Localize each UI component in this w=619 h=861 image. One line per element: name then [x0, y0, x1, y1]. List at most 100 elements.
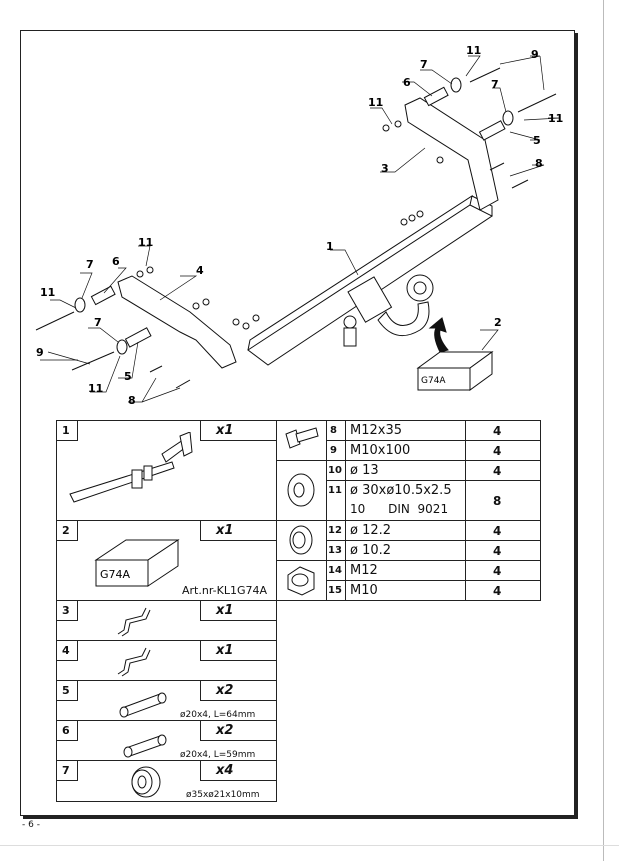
part-number: 7	[62, 764, 70, 777]
part-description: M12	[350, 563, 378, 578]
washer-7	[116, 339, 128, 355]
part-row-7	[56, 760, 277, 802]
washer-7	[502, 110, 514, 126]
part-no-box	[56, 600, 78, 621]
part-spec: ø20x4, L=59mm	[180, 750, 256, 760]
part-number: 15	[328, 585, 342, 596]
nut	[242, 322, 250, 330]
washer-7	[450, 77, 462, 93]
part-number: 3	[62, 604, 70, 617]
desc-cell	[345, 480, 466, 521]
callout-8: 8	[128, 394, 136, 407]
qty-cell	[465, 560, 541, 581]
nut	[382, 124, 390, 132]
socket-plate	[343, 315, 357, 329]
callout-11: 11	[368, 96, 383, 109]
callout-1: 1	[326, 240, 334, 253]
part-no-box	[56, 680, 78, 701]
part-number: 14	[328, 565, 342, 576]
part-qty: 4	[493, 464, 502, 478]
part-qty: 4	[493, 564, 502, 578]
part-qty: 4	[493, 444, 502, 458]
nut	[416, 210, 424, 218]
spacer-right-5	[478, 120, 506, 141]
part-qty: 4	[493, 544, 502, 558]
bolt-9	[35, 311, 75, 331]
part-description: ø 10.2	[350, 543, 392, 558]
bolt-9	[469, 67, 501, 83]
svg-text:G74A: G74A	[100, 568, 131, 581]
callout-7: 7	[94, 316, 102, 329]
part-no-box	[56, 760, 78, 781]
part-qty: x1	[216, 523, 234, 538]
qty-box	[200, 640, 277, 661]
part-spec: ø35xø21x10mm	[186, 790, 260, 800]
spring-washer-icon	[289, 525, 313, 555]
callout-11: 11	[548, 112, 563, 125]
callout-11: 11	[138, 236, 153, 249]
callout-4: 4	[196, 264, 204, 277]
page-frame	[20, 30, 575, 816]
callout-5: 5	[124, 370, 132, 383]
part-qty: x1	[216, 423, 234, 438]
bracket-left	[117, 275, 237, 369]
callout-9: 9	[36, 346, 44, 359]
part-qty: x4	[216, 763, 234, 778]
nut	[232, 318, 240, 326]
callout-11: 11	[466, 44, 481, 57]
qty-cell	[465, 520, 541, 541]
part-description: ø 30xø10.5x2.5	[350, 483, 452, 498]
qty-box	[200, 600, 277, 621]
part-number: 12	[328, 525, 342, 536]
part-number: 6	[62, 724, 70, 737]
part-spec: ø20x4, L=64mm	[180, 710, 256, 720]
part-description: ø 12.2	[350, 523, 392, 538]
page-divider	[0, 845, 619, 846]
nut	[394, 120, 402, 128]
part-number: 13	[328, 545, 342, 556]
bolt-8	[149, 365, 163, 373]
part-no-box	[56, 520, 78, 541]
qty-box	[200, 520, 277, 541]
tow-ball-neck	[377, 301, 430, 337]
package-thumbnail: G74A	[94, 539, 180, 587]
part-number: 5	[62, 684, 70, 697]
spacer-64-thumbnail	[119, 692, 167, 718]
spacer-59-thumbnail	[123, 734, 167, 758]
part-description: ø 13	[350, 463, 379, 478]
flat-washer-icon	[287, 473, 315, 507]
callout-7: 7	[420, 58, 428, 71]
bolt-8	[175, 379, 191, 389]
callout-2: 2	[494, 316, 502, 329]
bracket-right-thumbnail	[117, 607, 151, 637]
part-standard: 10 DIN 9021	[350, 502, 449, 516]
spacer-right-6	[423, 86, 449, 107]
qty-box	[200, 720, 277, 741]
part-description: M12x35	[350, 423, 402, 438]
qty-box	[200, 680, 277, 701]
part-description: M10x100	[350, 443, 411, 458]
callout-8: 8	[535, 157, 543, 170]
washer-thumbnail	[131, 766, 161, 798]
box-label: G74A	[421, 376, 446, 386]
arrow-to-towbar	[428, 317, 449, 353]
nut	[400, 218, 408, 226]
part-qty: x1	[216, 643, 234, 658]
nut	[436, 156, 444, 164]
socket	[343, 327, 357, 347]
part-qty: 4	[493, 424, 502, 438]
ball-mount-plate	[347, 276, 393, 323]
part-no-box	[56, 720, 78, 741]
part-description: M10	[350, 583, 378, 598]
qty-cell	[465, 460, 541, 481]
washer-7	[74, 297, 86, 313]
nut	[252, 314, 260, 322]
part-qty: 8	[493, 494, 502, 508]
part-no-box	[56, 420, 78, 441]
qty-cell	[465, 420, 541, 441]
spacer-left-5	[124, 327, 152, 348]
page-number: - 6 -	[22, 820, 40, 830]
qty-cell	[465, 440, 541, 461]
part-number: 2	[62, 524, 70, 537]
part-number: 8	[330, 425, 337, 436]
